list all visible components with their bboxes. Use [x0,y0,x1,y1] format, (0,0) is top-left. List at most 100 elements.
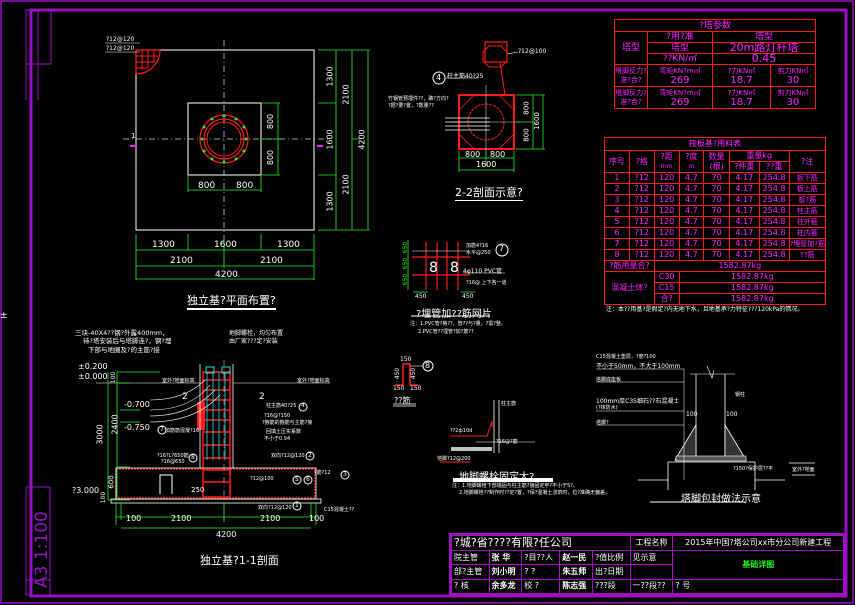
material-cell-no: 5 [604,216,630,228]
material-cell-spacing: 120 [653,238,680,250]
plan-dim-inner-l: 800 [198,181,216,191]
mesh-note-d: ?16@ 上下各一道 [466,280,507,286]
s11-callout-c15: C15混凝土?? [324,507,355,513]
s11-note-top-1: 三块-40X4??钢?外露400mm， [75,329,169,337]
sig2-1: 赵一民 [559,550,594,566]
mesh-callout-num: 7 [499,244,505,253]
s11-dim-250: 250 [191,486,205,494]
s11-callout-3-num: 3 [343,471,347,478]
s11-callout-stir-2: ?箍筋的箍筋与主筋?接 [262,420,313,426]
sig-2: 刘小明 [488,564,523,580]
moment-label-2: 弯矩KN?m㎡ [659,88,701,97]
s22-callout-text: 柱主筋40?25 [447,73,484,80]
tower-params-table: ?塔参数 塔型 ?用?准 塔型 塔型 20m路灯杆塔 ??KN/㎡ 0.45 塔… [614,19,816,109]
mesh-dim-h-r: 450 [462,293,474,300]
sig2-2: 朱五师 [559,564,594,580]
material-note: 注：本??用基?是假定?内无地下水，且地基承?力特征???120kPa的情况。 [606,306,804,313]
mesh-note-a: 加筋4?16 [466,243,489,249]
s11-callout-1-num: 1 [295,502,299,509]
tf-note-7: 钢柱 [735,392,746,398]
margin-mark: ± [0,311,8,321]
s11-dim-h-2: 2100 [171,514,192,523]
elev-2: ±0.000 [78,372,108,381]
hdr-spacing: ?距 [660,151,673,161]
hdr-spacing-unit: mm [660,162,673,170]
mesh-note-1: 注：1.PVC管?格??，管??与?量，?需?整。 [410,321,506,327]
s11-callout-56: ?12@100 [250,476,274,482]
shear-1: 30 [786,74,800,86]
key-2: 出?日期 [592,564,631,580]
hdr-length-unit: m [688,162,695,170]
tf-dim-r: 100 [726,411,738,418]
hdr-length: ?度 [685,151,698,161]
s22-callout-top: ?12@100 [518,48,547,55]
plan-dim-total: 4200 [215,270,238,280]
tf-right-label: 室外?地面 [792,467,815,473]
plan-rebar-label-2: ?12@120 [106,45,135,52]
val-3: 一??段?? [629,578,674,595]
anchor-label-a: 柱主筋 [501,401,517,407]
elev-5: ?3.000 [72,486,100,495]
tf-dim-l: 100 [686,411,698,418]
plan-dim-r2-b: 2100 [260,256,283,266]
s11-note-top-3: 下部与地圈及?的主筋?接 [88,346,160,354]
s11-callout-8: ?16?L?650筋 [157,453,189,459]
s22-dim-h-total: 1600 [476,160,497,169]
role-1: 院主管 [451,550,490,566]
tf-note-1: C15混凝土垫层，?度?100 [596,354,656,360]
s11-callout-5-num: 5 [295,476,299,483]
plan-dim-r1-a: 1300 [152,240,175,250]
elev-1: ±0.200 [78,362,108,371]
role-3: ? 核 [451,578,490,595]
material-cell-no: 6 [604,227,630,239]
tf-note-6: 塔脚? [596,420,609,426]
axial-2: 18.7 [730,96,753,108]
title-block: ?城?省????有限?任公司 工程名称 2015年中国?塔公司xx市分公司新建工… [449,533,846,596]
s11-callout-6-num: 6 [306,476,310,483]
s22-left-note-1: 竹钢管预埋件??，确?方向? [388,96,449,102]
val-1: 见示意 [629,550,674,566]
s11-callout-backfill-1: 回填土压实系数 [266,429,302,435]
plan-rebar-label-1: ?12@120 [106,36,135,43]
plan-dim-r1-c: 1300 [277,240,300,250]
mesh-note-2: 2.PVC管??埋管?加?筋?? [418,329,474,335]
s11-anchor-note-1: 地脚螺栓，均匀布置 [229,330,284,337]
s11-sec-mark-l: 2 [182,392,188,402]
s11-callout-backfill-2: 不小于0.94 [264,436,291,442]
concrete-value-3: 1582.87kg [678,293,827,305]
s11-callout-4-num: 4 [301,402,305,409]
project-name: 2015年中国?塔公司xx市分公司新建工程 [672,534,844,552]
tf-note-4: 100mm厚C35细石??石混凝土 [596,398,680,405]
axial-1: 18.7 [730,74,753,86]
hdr-qty: 数量 [708,151,725,161]
tf-note-5: (?抹防水) [596,405,618,411]
concrete-label: 混凝土体? [604,271,655,305]
s11-callout-3: ?筋?12 [314,470,331,476]
pipe-mesh-title: ?埋管加??筋网片 [416,309,492,320]
s22-left-note-2: ?据?要?置，?数量?? [388,103,434,109]
hook-bar-title: ??筋 [394,396,411,405]
s11-callout-2-num: 2 [308,452,312,459]
hook-dim-bl: 150 [393,385,405,392]
s11-ground-l: 室外?地面标高 [162,378,195,384]
s22-callout-num: 4 [436,73,442,82]
s11-callout-7: 加筋筋混凝?16 [165,428,200,434]
hdr-qty-unit: (根) [709,161,724,171]
section-1-1-title: 独立基?1-1剖面 [200,554,279,567]
role-2: 部?主管 [451,564,490,580]
s11-callout-7-num: 7 [160,426,164,433]
axial-label-1: ?力KN㎡ [727,66,756,75]
anchor-label-d: 地脚?12@200 [437,456,471,462]
svg-text:8: 8 [429,260,438,276]
sig2-3: 陈志强 [559,578,594,595]
hook-dim-br: 150 [410,385,422,392]
mesh-dim-h-l: 450 [415,293,427,300]
company-name: ?城?省????有限?任公司 [451,534,631,552]
